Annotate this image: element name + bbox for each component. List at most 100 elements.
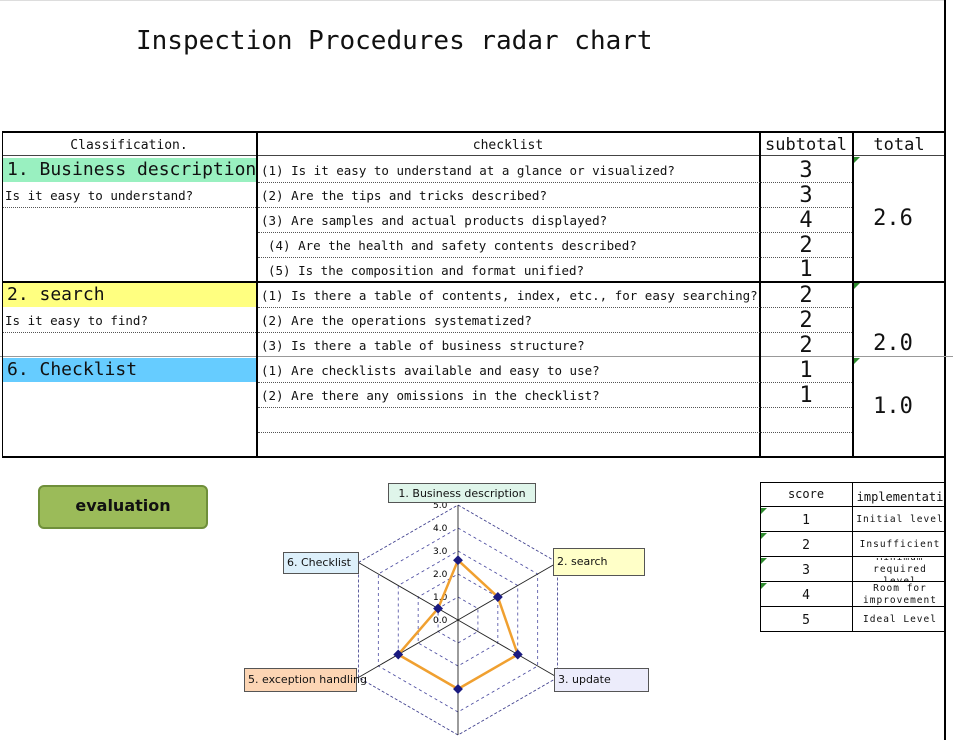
section1-bottom-border [2,281,944,283]
subtotal-cell: 1 [799,383,813,408]
score-value: 5 [802,613,810,628]
total-cell: 2.6 [873,206,913,231]
score-level-label: Ideal Level [863,613,937,625]
table-bottom-border [2,456,944,458]
question-item: (2) Are there any omissions in the check… [261,388,600,403]
score-value: 2 [802,538,810,553]
row-divider [3,332,256,333]
question-item: (4) Are the health and safety contents d… [268,238,637,253]
sheet-right-border [944,0,946,740]
radar-tick-label: 1.0 [433,593,448,603]
score-level-label: Room for improvement [863,583,937,606]
row-divider [258,257,852,258]
section2-bottom-border [0,356,953,357]
col-divider-2 [759,131,761,458]
question-item: (1) Is it easy to understand at a glance… [261,163,675,178]
subtotal-cell: 3 [799,158,813,183]
radar-axis-line [457,619,558,678]
radar-data-point [393,649,404,660]
section-label-business-description: 1. Business description [3,158,256,182]
question-item: (3) Is there a table of business structu… [261,338,585,353]
radar-data-point [512,649,523,660]
cell-note-marker [854,358,860,364]
header-total: total [873,135,925,155]
row-divider [258,307,852,308]
table-top-border [2,131,944,133]
header-bottom-border [2,155,944,156]
subtotal-cell: 1 [799,257,813,282]
score-value: 4 [802,588,810,603]
row-divider [258,232,852,233]
question-item: (2) Are the operations systematized? [261,313,532,328]
header-subtotal: subtotal [765,135,847,155]
radar-axis-line [358,619,459,678]
question-item: (2) Are the tips and tricks described? [261,188,547,203]
radar-grid [358,504,558,736]
question-item: (1) Are checklists available and easy to… [261,363,600,378]
question-item: (3) Are samples and actual products disp… [261,213,608,228]
radar-axis-label: 5. exception handling [244,668,367,692]
score-row-border [760,606,946,607]
radar-tick-label: 4.0 [433,524,448,534]
subtotal-cell: 4 [799,208,813,233]
score-table-header-score: score [787,487,825,501]
table-left-border [2,131,3,458]
cell-note-marker [854,283,860,289]
score-table-header-impl: implementati [856,490,944,504]
radar-tick-label: 2.0 [433,570,448,580]
header-checklist: checklist [472,138,544,153]
cell-note-marker [761,508,767,514]
radar-axis-label: 6. Checklist [283,552,359,574]
radar-data-point [433,603,444,614]
radar-axis-label: 1. Business description [388,483,536,503]
col-divider-1 [256,131,258,458]
question-item: (5) Is the composition and format unifie… [268,263,585,278]
cell-note-marker [854,157,860,163]
radar-data-point [453,684,463,694]
subtotal-cell: 1 [799,358,813,383]
col-divider-3 [852,131,854,458]
score-row-border [760,556,946,557]
radar-axis-label: 2. search [553,548,645,576]
cell-note-marker [761,533,767,539]
row-divider [258,407,852,408]
row-divider [258,182,852,183]
subtotal-cell: 2 [799,333,813,358]
score-level-label: Insufficient [859,538,941,550]
total-cell: 2.0 [873,331,913,356]
question-item: (1) Is there a table of contents, index,… [261,288,758,303]
page-title: Inspection Procedures radar chart [136,26,653,56]
subtotal-cell: 2 [799,283,813,308]
row-divider [258,432,852,433]
radar-axis-label: 3. update [554,668,649,692]
radar-data-point [492,592,503,602]
subtotal-cell: 2 [799,308,813,333]
score-level-label: Minimum required level [873,558,927,581]
header-classification: Classification. [70,138,188,153]
radar-tick-label: 5.0 [433,501,448,511]
row-divider [3,207,256,208]
radar-axis-line [457,562,558,621]
score-table [760,482,946,632]
score-row-border [760,581,946,582]
radar-axis-line [358,562,459,621]
section-subtitle: Is it easy to understand? [5,188,194,203]
cell-note-marker [761,558,767,564]
section-label-search: 2. search [3,283,256,307]
subtotal-cell: 3 [799,183,813,208]
section-subtitle: Is it easy to find? [5,313,148,328]
total-cell: 1.0 [873,394,913,419]
radar-tick-label: 3.0 [433,547,448,557]
score-value: 3 [802,563,810,578]
score-row-border [760,531,946,532]
section-label-checklist: 6. Checklist [3,358,256,382]
radar-chart: 0.0 1.0 2.0 3.0 4.0 5.0 [358,501,558,736]
top-border [0,0,944,1]
radar-tick-labels: 0.0 1.0 2.0 3.0 4.0 5.0 [433,501,448,626]
radar-tick-label: 0.0 [433,616,448,626]
row-divider [258,207,852,208]
subtotal-cell: 2 [799,233,813,258]
evaluation-button[interactable]: evaluation [38,485,208,529]
score-table-divider [852,482,853,632]
cell-note-marker [761,583,767,589]
